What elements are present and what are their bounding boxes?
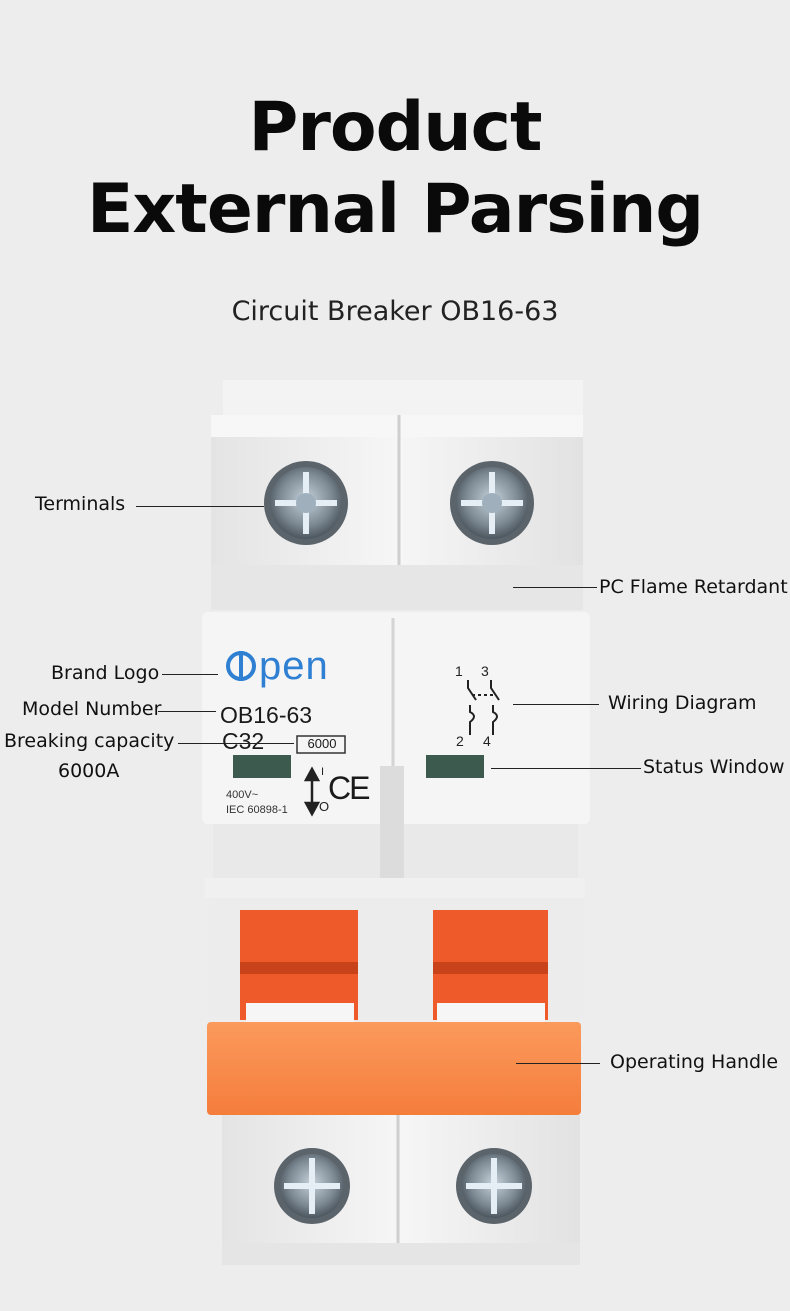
operating-handle xyxy=(207,1022,581,1115)
leader-model-number xyxy=(158,711,216,712)
leader-operating-handle xyxy=(516,1063,600,1064)
bottom-screw-left xyxy=(274,1148,350,1224)
toggle-region xyxy=(209,898,585,1023)
voltage-text: 400V~ xyxy=(226,789,259,801)
pole-label-1: 1 xyxy=(455,663,463,679)
page-title-line-2: External Parsing xyxy=(86,170,704,249)
status-window-left xyxy=(233,755,291,778)
callout-status-window: Status Window xyxy=(643,756,785,778)
callout-pc-flame-retardant: PC Flame Retardant xyxy=(599,576,788,598)
leader-breaking-capacity xyxy=(178,743,294,744)
callout-brand-logo: Brand Logo xyxy=(51,662,160,684)
leader-brand-logo xyxy=(162,674,218,675)
page-subtitle: Circuit Breaker OB16-63 xyxy=(231,296,559,327)
status-window-right xyxy=(426,755,484,778)
callout-model-number: Model Number xyxy=(22,698,162,720)
wiring-diagram xyxy=(467,680,500,735)
capacity-text: 6000 xyxy=(307,736,337,751)
pole-label-3: 3 xyxy=(481,663,489,679)
top-screw-left xyxy=(264,461,348,545)
callout-breaking-capacity-value: 6000A xyxy=(58,760,120,782)
leader-wiring-diagram xyxy=(513,704,599,705)
leader-pc-flame-retardant xyxy=(513,587,597,588)
on-mark: I xyxy=(321,766,325,778)
standard-text: IEC 60898-1 xyxy=(226,804,288,816)
capacity-box xyxy=(296,735,346,754)
front-panel xyxy=(202,612,590,898)
top-screw-right xyxy=(450,461,534,545)
on-off-arrow xyxy=(303,766,321,817)
bottom-screw-right xyxy=(456,1148,532,1224)
off-mark: O xyxy=(319,799,330,814)
leader-status-window xyxy=(491,768,641,769)
pole-label-2: 2 xyxy=(456,733,464,749)
rating-text: C32 xyxy=(222,728,265,754)
brand-logo-text: pen xyxy=(259,643,329,688)
leader-terminals xyxy=(136,506,264,507)
ce-mark: CE xyxy=(328,770,370,806)
brand-logo-icon xyxy=(226,651,256,681)
pole-label-4: 4 xyxy=(483,733,491,749)
callout-terminals: Terminals xyxy=(35,493,126,515)
brand-logo: pen xyxy=(226,643,329,688)
page-title-line-1: Product xyxy=(248,88,543,167)
callout-breaking-capacity: Breaking capacity xyxy=(4,730,175,752)
model-text: OB16-63 xyxy=(220,702,313,728)
callout-operating-handle: Operating Handle xyxy=(610,1051,779,1073)
callout-wiring-diagram: Wiring Diagram xyxy=(608,692,757,714)
